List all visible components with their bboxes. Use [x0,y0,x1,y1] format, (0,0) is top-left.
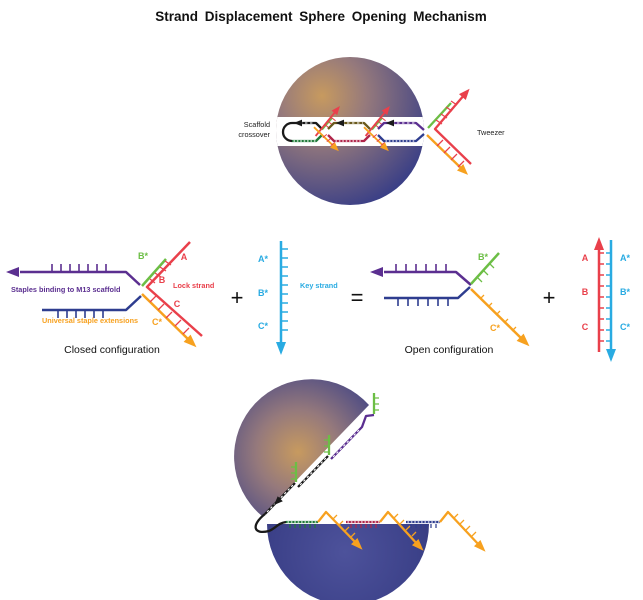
rim-orange-tail-1 [317,510,358,545]
open-cstar-ticks [479,294,517,332]
tweezer-lock-arrow [458,88,470,100]
duplex-domain-b: B [582,287,589,297]
duplex-red-ticks [599,252,604,342]
duplex-domain-c-star: C* [620,322,630,332]
equals-operator: = [351,285,364,310]
waste-duplex-figure: A B C A* B* C* [582,237,630,362]
m13-scaffold-strand-blue [42,295,142,312]
universal-extensions-label: Universal staple extensions [42,316,138,325]
open-sphere-lower-half [267,524,429,600]
jaw-dashes-3 [332,428,361,458]
orange-strand-arrow [183,334,197,348]
jaw-staple-3-ticks [374,397,379,411]
strand-arrow-left-1 [293,119,302,127]
rim-green-ticks [289,524,316,528]
rim-orange-tail-2 [379,510,419,546]
open-domain-b-star: B* [478,252,488,262]
lock-strand [145,241,203,337]
open-purple-ticks [395,264,447,272]
lower-duplex-rungs [149,295,190,335]
open-scaffold-strand-blue [384,286,471,300]
staples-binding-label: Staples binding to M13 scaffold [11,285,120,294]
tweezer-lock-strand [433,93,472,165]
scaffold-crossover-label-line2: crossover [238,130,270,139]
lock-strand-label: Lock strand [173,281,214,290]
duplex-domain-a: A [582,253,589,263]
key-domain-a-star: A* [258,254,268,264]
domain-label-c: C [174,299,181,309]
open-configuration-caption: Open configuration [405,344,494,356]
key-strand-ticks [281,248,288,331]
domain-label-b-star: B* [138,251,148,261]
jaw-dashes-1 [266,484,294,513]
key-strand-label: Key strand [300,281,338,290]
tweezer-upper-rungs [435,100,458,125]
open-orange-arrow [516,333,530,347]
purple-strand-arrow [6,267,19,277]
domain-label-c-star: C* [152,317,162,327]
rim-orange-arrow-1 [350,537,363,550]
closed-configuration-figure: Staples binding to M13 scaffold Universa… [6,241,214,356]
key-domain-c-star: C* [258,321,268,331]
closed-sphere-figure: Scaffold crossover Tweezer [238,57,505,205]
plus-operator-2: + [543,285,556,310]
jaw-strand-purple [330,413,375,460]
rim-orange-arrow-2 [411,538,424,551]
closed-configuration-caption: Closed configuration [64,344,160,356]
open-sphere-upper-half [234,379,369,516]
rim-orange-arrow-3 [473,539,486,552]
tweezer-label: Tweezer [477,128,505,137]
rim-orange-tail-3-ticks [453,513,477,537]
scaffold-strand-top-3 [377,121,425,131]
rim-orange-tail-3 [439,510,481,547]
scaffold-strand-bottom-1 [292,134,323,143]
key-strand-arrow [276,342,286,355]
plus-operator-1: + [231,285,244,310]
duplex-domain-a-star: A* [620,253,630,263]
duplex-cyan-arrow [606,349,616,362]
open-bstar-arm [470,252,500,285]
figure-title: Strand Displacement Sphere Opening Mecha… [155,9,487,24]
duplex-cyan-ticks [606,252,611,342]
tweezer-lower-rungs [436,139,465,168]
purple-strand-ticks [51,264,107,272]
tweezer-orange-arrow [456,163,469,175]
open-sphere-figure [234,379,486,600]
open-domain-c-star: C* [490,323,500,333]
duplex-domain-b-star: B* [620,287,630,297]
tweezer-motif-edge [426,88,472,175]
domain-label-a: A [181,252,188,262]
scaffold-crossover-loop [281,121,293,143]
duplex-domain-c: C [582,322,589,332]
strand-arrow-left-2 [335,119,344,127]
bstar-toehold-arm [141,258,167,287]
strand-arrow-left-3 [385,119,394,127]
jaw-strand-black-2 [297,455,329,488]
key-strand-figure: A* B* C* Key strand [258,241,338,355]
rim-orange-tail-1-ticks [332,514,356,538]
jaw-dashes-2 [299,457,327,486]
rim-orange-tail-2-ticks [393,513,417,537]
open-staple-strand-purple [384,270,472,286]
rim-crimson-ticks [350,524,377,528]
domain-label-b: B [159,275,166,285]
open-blue-ticks [397,298,449,306]
key-domain-b-star: B* [258,288,268,298]
rim-blue-ticks [410,524,437,528]
blue-strand-ticks [57,310,104,318]
hinge-crossover-loop [254,513,287,534]
scaffold-crossover-label-line1: Scaffold [244,120,270,129]
jaw-strand-arrow [274,496,283,505]
m13-staple-strand-purple [20,270,141,286]
jaw-staple-2-ticks [324,439,329,453]
open-bstar-ticks [477,263,495,283]
jaw-staple-1-ticks [291,466,296,480]
duplex-red-arrow [594,237,604,250]
open-purple-arrow [370,267,383,277]
open-configuration-figure: B* C* Open configuration [370,252,530,356]
